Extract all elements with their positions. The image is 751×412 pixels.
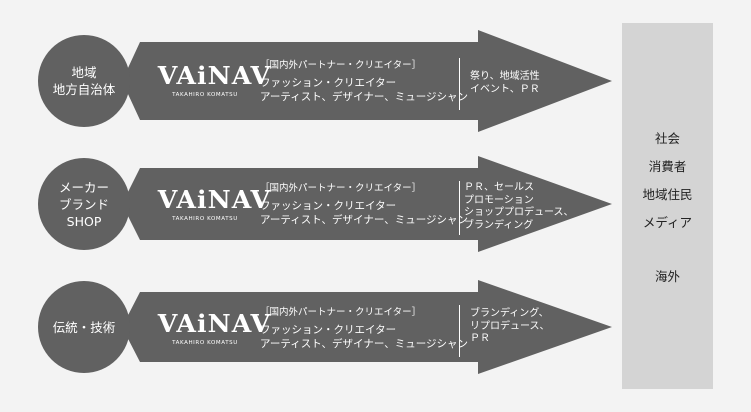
partner-line: アーティスト、デザイナー、ミュージシャン: [260, 338, 469, 350]
source-label-line: 地方自治体: [52, 82, 116, 97]
outcome-line: ショッププロデュース、: [464, 207, 574, 218]
divider-line: [459, 305, 460, 357]
partner-line: アーティスト、デザイナー、ミュージシャン: [260, 214, 469, 226]
brand-logo: VAiNAV TAKAHIRO KOMATSU: [157, 309, 272, 347]
source-circle-maker: メーカー ブランド SHOP: [38, 158, 130, 250]
source-circle-tradition: 伝統・技術: [38, 281, 130, 373]
partner-line: ファッション・クリエイター: [260, 324, 397, 336]
logo-mark: VAiNAV: [157, 185, 272, 214]
outcome-line: プロモーション: [464, 194, 534, 206]
outcome-line: ＰＲ: [470, 333, 490, 344]
outcome-line: イベント、ＰＲ: [470, 83, 540, 95]
outcome-text: ＰＲ、セールス プロモーション ショッププロデュース、 ブランディング: [464, 182, 574, 232]
logo-mark: VAiNAV: [157, 61, 272, 90]
divider-line: [459, 58, 460, 110]
partner-description: ［国内外パートナー・クリエイター］ ファッション・クリエイター アーティスト、デ…: [260, 182, 468, 227]
source-label-line: ブランド: [58, 196, 109, 212]
target-item: 地域住民: [642, 187, 693, 202]
target-item: 社会: [654, 131, 680, 146]
partner-line: アーティスト、デザイナー、ミュージシャン: [260, 91, 469, 103]
target-item: 消費者: [648, 159, 687, 174]
source-label-line: 地域: [71, 65, 97, 80]
logo-subtitle: TAKAHIRO KOMATSU: [172, 340, 238, 346]
partner-heading: ［国内外パートナー・クリエイター］: [260, 307, 422, 318]
source-label-line: SHOP: [66, 213, 102, 229]
brand-logo: VAiNAV TAKAHIRO KOMATSU: [157, 61, 272, 99]
divider-line: [459, 181, 460, 235]
outcome-line: ブランディング: [464, 219, 534, 231]
target-item: メディア: [642, 215, 693, 230]
partner-line: ファッション・クリエイター: [260, 77, 397, 89]
outcome-text: 祭り、地域活性 イベント、ＰＲ: [470, 71, 540, 96]
partner-description: ［国内外パートナー・クリエイター］ ファッション・クリエイター アーティスト、デ…: [260, 59, 468, 104]
logo-mark: VAiNAV: [157, 309, 272, 338]
logo-subtitle: TAKAHIRO KOMATSU: [172, 216, 238, 222]
flow-arrow-3: [122, 280, 612, 374]
target-item: 海外: [654, 269, 680, 284]
partner-line: ファッション・クリエイター: [260, 200, 397, 212]
partner-heading: ［国内外パートナー・クリエイター］: [260, 60, 422, 71]
logo-subtitle: TAKAHIRO KOMATSU: [172, 92, 238, 98]
brand-logo: VAiNAV TAKAHIRO KOMATSU: [157, 185, 272, 223]
outcome-line: 祭り、地域活性: [470, 71, 540, 82]
outcome-line: ＰＲ、セールス: [464, 182, 534, 193]
source-circle-regional: 地域 地方自治体: [38, 35, 130, 127]
outcome-line: ブランディング、: [470, 308, 549, 319]
flow-arrow-1: [122, 30, 612, 132]
partner-heading: ［国内外パートナー・クリエイター］: [260, 183, 422, 194]
target-audience-box: 社会 消費者 地域住民 メディア 海外: [622, 23, 713, 389]
source-label-line: 伝統・技術: [52, 319, 116, 335]
outcome-line: リプロデュース、: [470, 320, 550, 332]
partner-description: ［国内外パートナー・クリエイター］ ファッション・クリエイター アーティスト、デ…: [260, 306, 468, 351]
source-label-line: メーカー: [58, 179, 109, 195]
flow-arrow-2: [122, 156, 612, 252]
outcome-text: ブランディング、 リプロデュース、 ＰＲ: [470, 308, 550, 346]
